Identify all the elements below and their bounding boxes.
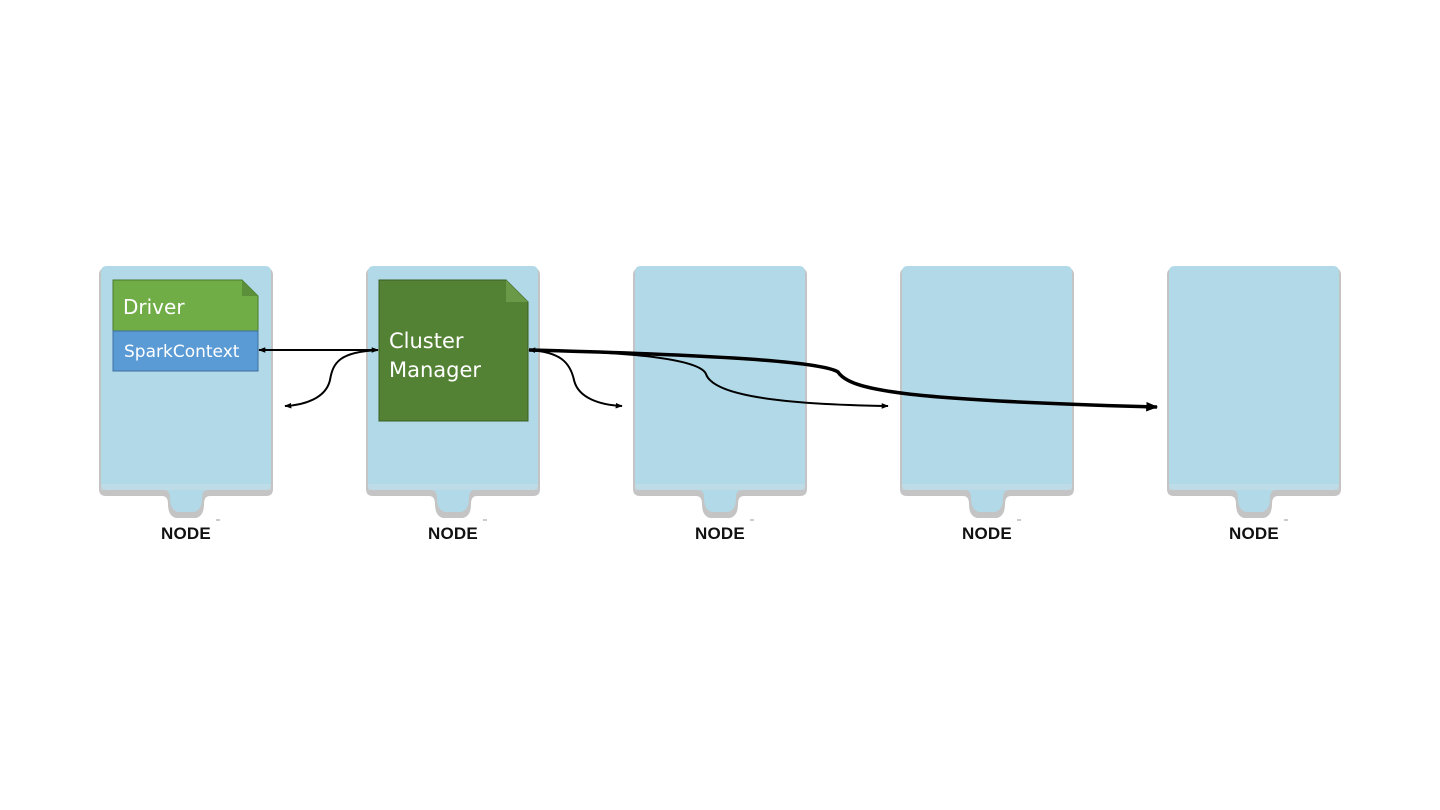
cluster-node5-arrow	[528, 347, 1159, 412]
cluster-manager-label-line1: Cluster	[389, 329, 464, 353]
node-shape	[1167, 266, 1341, 521]
cluster-manager-box	[378, 279, 529, 422]
node-label: NODE	[962, 524, 1012, 543]
cluster-manager-label: Cluster Manager	[389, 327, 519, 385]
cluster-node3-arrow	[528, 349, 623, 409]
node-label: NODE	[161, 524, 211, 543]
sparkcontext-label: SparkContext	[124, 342, 240, 362]
driver-label: Driver	[123, 295, 185, 319]
driver-executor-arrow	[284, 349, 379, 409]
driver-box	[112, 279, 259, 332]
node-5: NODE	[1166, 266, 1342, 543]
node-label: NODE	[695, 524, 745, 543]
node-label: NODE	[428, 524, 478, 543]
sparkcontext-box	[112, 330, 259, 372]
cluster-manager-label-line2: Manager	[389, 358, 482, 382]
node-label: NODE	[1229, 524, 1279, 543]
